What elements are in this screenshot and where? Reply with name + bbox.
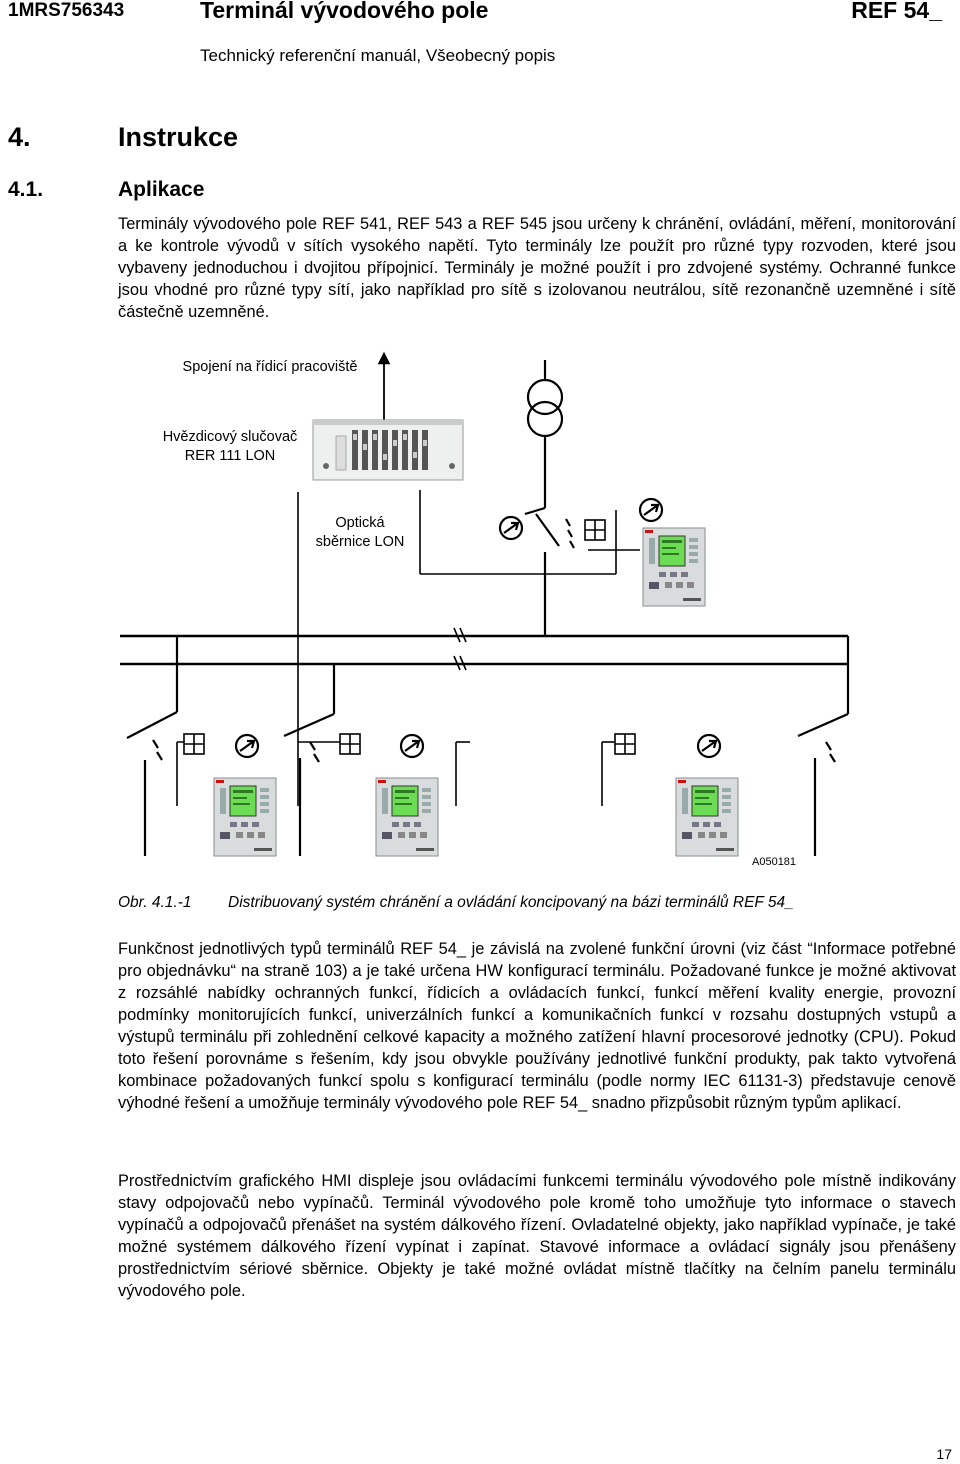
disconnector-switch-icon <box>524 506 575 636</box>
label-control-center: Spojení na řídicí pracoviště <box>182 359 358 375</box>
document-subtitle: Technický referenční manuál, Všeobecný p… <box>200 46 556 65</box>
distribution-diagram <box>120 351 850 857</box>
star-coupler-device <box>312 419 464 481</box>
paragraph-intro: Terminály vývodového pole REF 541, REF 5… <box>118 215 956 321</box>
subsection-title: Aplikace <box>118 178 205 201</box>
label-star-coupler-line1: Hvězdicový slučovač <box>162 429 298 445</box>
subsection-number: 4.1. <box>8 178 44 201</box>
figure-code: A050181 <box>752 856 797 868</box>
label-optical-bus-line1: Optická <box>335 515 385 531</box>
label-star-coupler-line2: RER 111 LON <box>184 448 276 464</box>
feeder-terminal-device <box>642 527 706 607</box>
page-number: 17 <box>936 1446 952 1462</box>
figure-caption-number: Obr. 4.1.-1 <box>118 894 192 911</box>
paragraph-hmi: Prostřednictvím grafického HMI displeje … <box>118 1172 956 1300</box>
section-number: 4. <box>8 122 31 152</box>
document-title: Terminál vývodového pole <box>200 0 489 23</box>
section-title: Instrukce <box>118 122 239 152</box>
paragraph-functionality: Funkčnost jednotlivých typů terminálů RE… <box>118 940 956 1112</box>
transformer-icon <box>526 360 564 508</box>
product-code: REF 54_ <box>851 0 942 23</box>
document-id: 1MRS756343 <box>8 0 125 21</box>
figure-caption-text: Distribuovaný systém chránění a ovládání… <box>228 894 794 911</box>
label-optical-bus-line2: sběrnice LON <box>315 534 405 550</box>
